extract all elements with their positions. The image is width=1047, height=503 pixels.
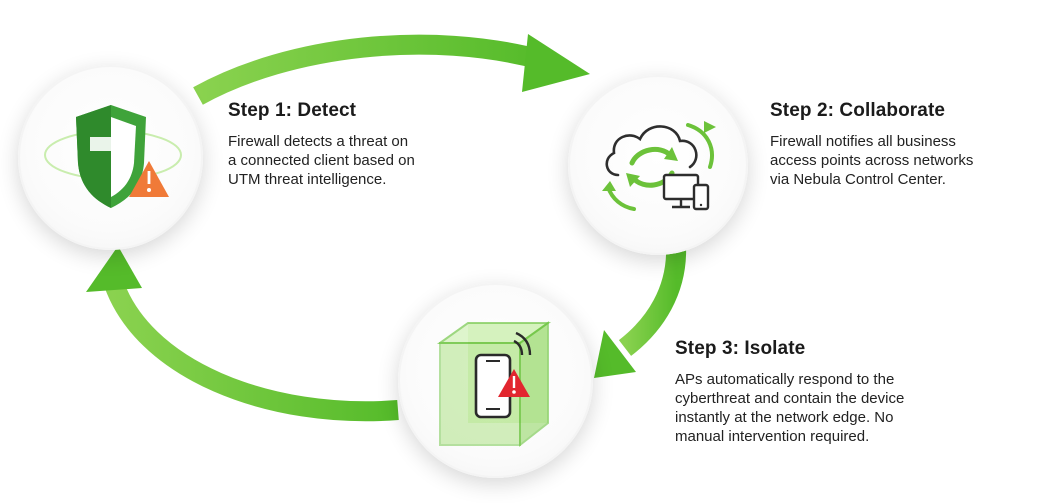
phone-in-cube-alert-icon [436,321,552,448]
step-2-title: Step 2: Collaborate [770,100,946,121]
arrow-collaborate-to-isolate [594,244,687,378]
step-2-description: Firewall notifies all business access po… [770,133,974,188]
step-1-text: Step 1: Detect Firewall detects a threat… [228,100,468,189]
step-3-circle [398,283,593,478]
cloud-sync-devices-icon [602,121,716,211]
step-3-description: APs automatically respond to the cyberth… [675,371,905,445]
step-2-circle [568,75,748,255]
step-3-text: Step 3: Isolate APs automatically respon… [675,338,975,446]
step-1-circle [18,65,203,250]
step-1-description: Firewall detects a threat on a connected… [228,133,415,188]
arrow-isolate-to-detect [86,246,399,422]
arrow-detect-to-collaborate [193,34,590,105]
step-2-text: Step 2: Collaborate Firewall notifies al… [770,100,1040,189]
step-1-title: Step 1: Detect [228,100,357,121]
step-3-title: Step 3: Isolate [675,338,806,359]
shield-warning-icon [44,105,182,208]
